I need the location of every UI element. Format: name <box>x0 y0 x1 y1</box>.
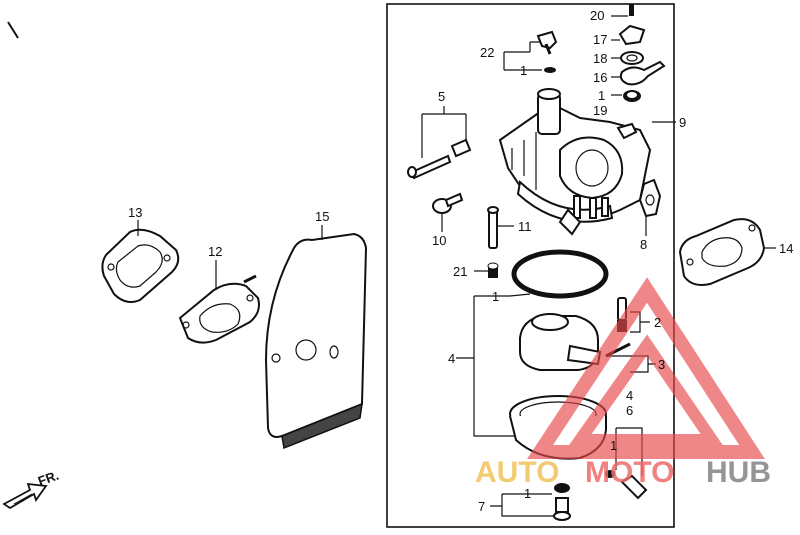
callout-19: 19 <box>593 103 607 118</box>
callout-6: 6 <box>626 403 633 418</box>
callout-1-bolt: 1 <box>524 486 531 501</box>
gasket-13 <box>101 228 180 303</box>
float-pin-8 <box>638 178 662 218</box>
callout-1-drain: 1 <box>610 438 617 453</box>
callout-1-gasket: 1 <box>492 289 499 304</box>
callout-3: 3 <box>658 357 665 372</box>
callout-7: 7 <box>478 499 485 514</box>
callout-4-float: 4 <box>448 351 455 366</box>
callout-2: 2 <box>654 315 661 330</box>
callout-1-choke: 1 <box>598 88 605 103</box>
pilot-screw-5 <box>407 138 472 180</box>
heat-shield-15 <box>264 232 368 450</box>
screw-22 <box>536 30 558 73</box>
carburetor-body-9 <box>498 88 652 236</box>
callout-20: 20 <box>590 8 604 23</box>
callout-10: 10 <box>432 233 446 248</box>
watermark-text: AUTO MOTO HUB <box>475 456 771 489</box>
bowl-bolt-7 <box>553 483 571 521</box>
callout-13: 13 <box>128 205 142 220</box>
watermark-auto: AUTO <box>475 456 559 489</box>
float-4 <box>519 313 602 371</box>
corner-tick <box>7 21 19 39</box>
callout-21: 21 <box>453 264 467 279</box>
callout-18: 18 <box>593 51 607 66</box>
watermark-moto: MOTO <box>585 456 674 489</box>
gasket-12 <box>178 274 260 344</box>
front-label: FR. <box>36 468 61 489</box>
bowl-gasket <box>511 249 609 299</box>
callout-11: 11 <box>518 219 532 234</box>
drain-screw-6 <box>605 470 648 500</box>
choke-parts <box>618 4 666 102</box>
needle-11 <box>487 206 499 278</box>
front-direction-arrow <box>2 482 48 510</box>
gasket-14 <box>678 218 766 286</box>
callout-5: 5 <box>438 89 445 104</box>
callout-22: 22 <box>480 45 494 60</box>
assembly-frame <box>386 3 675 528</box>
callout-16: 16 <box>593 70 607 85</box>
callout-9: 9 <box>679 115 686 130</box>
callout-17: 17 <box>593 32 607 47</box>
callout-4-bowl: 4 <box>626 388 633 403</box>
callout-15: 15 <box>315 209 329 224</box>
callout-12: 12 <box>208 244 222 259</box>
throttle-stop-screw-10 <box>432 192 464 214</box>
watermark-triangle <box>526 277 765 459</box>
watermark-logo <box>526 277 765 459</box>
callout-1-screw: 1 <box>520 63 527 78</box>
callout-14: 14 <box>779 241 793 256</box>
callout-8: 8 <box>640 237 647 252</box>
watermark-hub: HUB <box>706 456 771 489</box>
